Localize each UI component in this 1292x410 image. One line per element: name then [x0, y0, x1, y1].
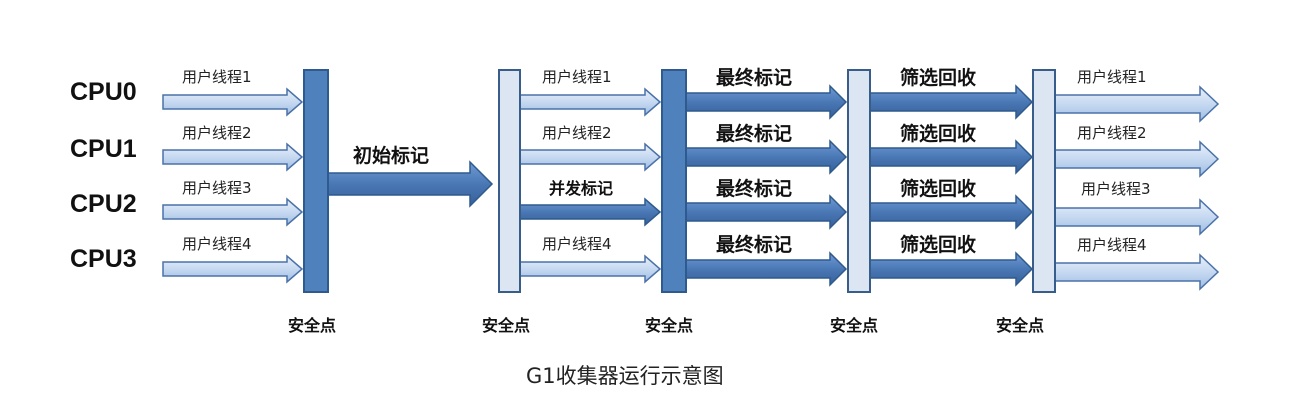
- cpu-label-1: CPU1: [70, 135, 137, 163]
- safepoint-label-3: 安全点: [645, 316, 693, 335]
- stage2-arrows: [519, 87, 662, 284]
- final-mark-arrow: [685, 251, 848, 287]
- safepoint-label-4: 安全点: [830, 316, 878, 335]
- evacuation-arrow: [869, 251, 1034, 287]
- evacuation-arrows: [869, 84, 1034, 287]
- stage2-thread-label-4: 用户线程4: [542, 235, 612, 253]
- final-mark-label-4: 最终标记: [716, 233, 792, 256]
- stage1-thread-label-1: 用户线程1: [182, 68, 252, 86]
- user-thread-arrow: [1054, 253, 1220, 291]
- user-thread-arrow: [1054, 85, 1220, 123]
- user-thread-arrow: [519, 142, 662, 172]
- user-thread-arrow: [162, 142, 304, 172]
- evacuation-arrow: [869, 84, 1034, 120]
- final-mark-arrow: [685, 139, 848, 175]
- safepoint-bar-2: [498, 69, 521, 293]
- concurrent-mark-arrow: [519, 197, 662, 227]
- safepoint-bar-1: [303, 69, 329, 293]
- stage1-arrows: [162, 87, 304, 284]
- cpu-label-3: CPU3: [70, 245, 137, 273]
- concurrent-mark-label: 并发标记: [549, 179, 613, 198]
- stage1-thread-label-3: 用户线程3: [182, 179, 252, 197]
- final-mark-arrow: [685, 84, 848, 120]
- initial-mark-arrow: [327, 160, 494, 208]
- user-thread-arrow: [1054, 140, 1220, 178]
- cpu-label-0: CPU0: [70, 78, 137, 106]
- evacuation-arrow: [869, 139, 1034, 175]
- stage5-thread-label-3: 用户线程3: [1081, 180, 1151, 198]
- stage5-thread-label-4: 用户线程4: [1077, 236, 1147, 254]
- user-thread-arrow: [519, 87, 662, 117]
- initial-mark-label: 初始标记: [353, 144, 429, 167]
- stage5-arrows: [1054, 85, 1220, 291]
- stage1-thread-label-4: 用户线程4: [182, 235, 252, 253]
- evacuation-label-2: 筛选回收: [900, 122, 976, 145]
- user-thread-arrow: [1054, 198, 1220, 236]
- diagram-caption: G1收集器运行示意图: [526, 364, 724, 388]
- stage5-thread-label-1: 用户线程1: [1077, 68, 1147, 86]
- evacuation-label-3: 筛选回收: [900, 177, 976, 200]
- final-mark-arrows: [685, 84, 848, 287]
- evacuation-label-1: 筛选回收: [900, 66, 976, 89]
- final-mark-label-2: 最终标记: [716, 122, 792, 145]
- safepoint-label-5: 安全点: [996, 316, 1044, 335]
- user-thread-arrow: [162, 254, 304, 284]
- final-mark-label-3: 最终标记: [716, 177, 792, 200]
- user-thread-arrow: [162, 87, 304, 117]
- final-mark-label-1: 最终标记: [716, 66, 792, 89]
- stage5-thread-label-2: 用户线程2: [1077, 124, 1147, 142]
- final-mark-arrow: [685, 194, 848, 230]
- safepoint-label-2: 安全点: [482, 316, 530, 335]
- cpu-label-2: CPU2: [70, 190, 137, 218]
- user-thread-arrow: [162, 197, 304, 227]
- safepoint-label-1: 安全点: [288, 316, 336, 335]
- safepoint-bar-5: [1032, 69, 1056, 293]
- safepoint-bar-3: [661, 69, 687, 293]
- evacuation-label-4: 筛选回收: [900, 233, 976, 256]
- stage2-thread-label-2: 用户线程2: [542, 124, 612, 142]
- evacuation-arrow: [869, 194, 1034, 230]
- user-thread-arrow: [519, 254, 662, 284]
- stage1-thread-label-2: 用户线程2: [182, 124, 252, 142]
- safepoint-bar-4: [847, 69, 871, 293]
- stage2-thread-label-1: 用户线程1: [542, 68, 612, 86]
